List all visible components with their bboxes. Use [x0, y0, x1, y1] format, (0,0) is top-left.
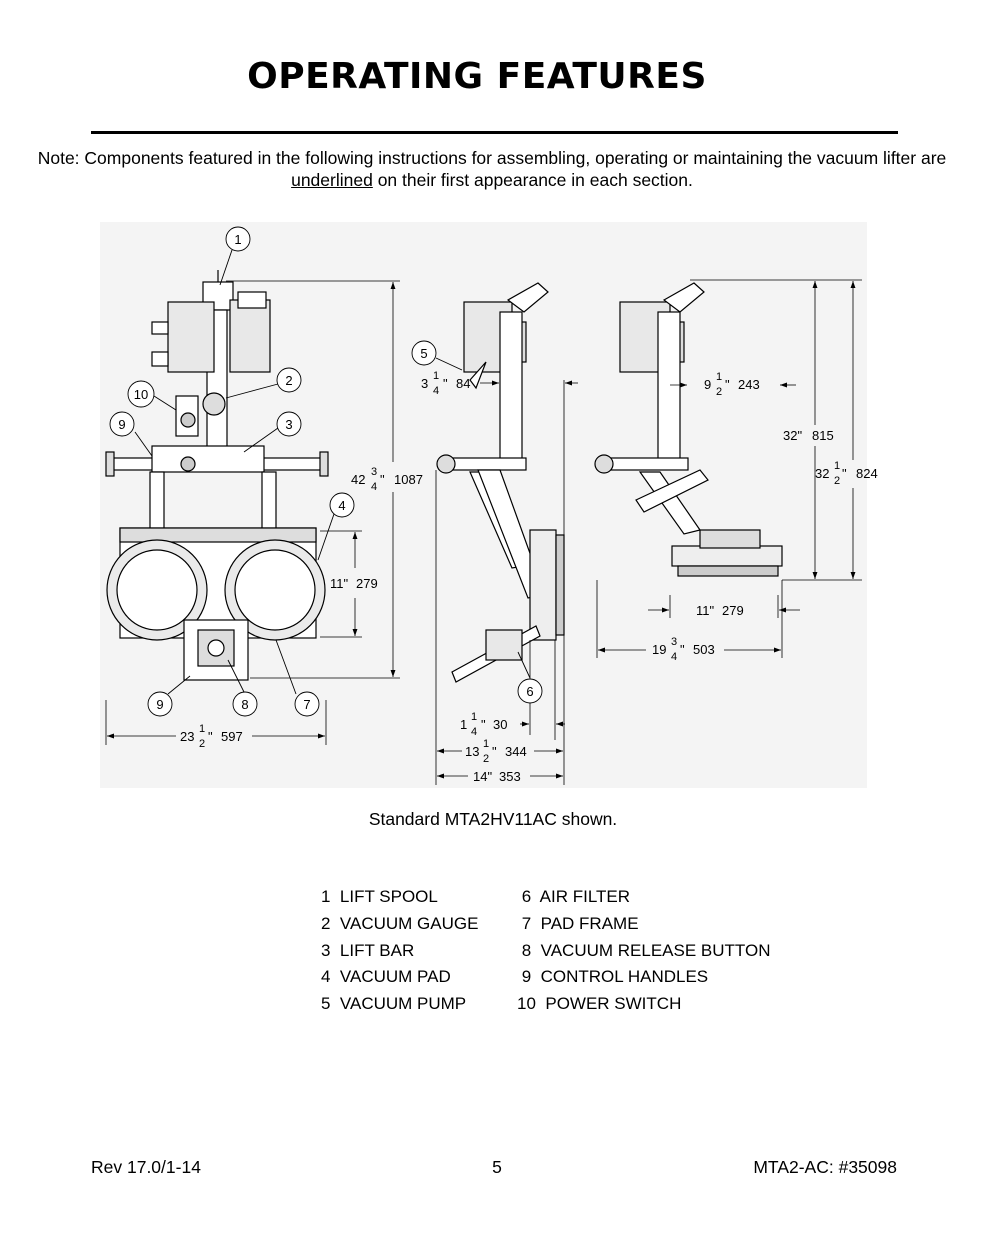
- dim-19-num: 3: [671, 636, 677, 648]
- dim-42-whole: 42: [351, 472, 365, 487]
- side-view: [436, 282, 565, 683]
- dim-42-den: 4: [371, 481, 377, 493]
- dim-32-mm: 815: [812, 428, 834, 443]
- note-text-before: Note: Components featured in the followi…: [37, 148, 947, 168]
- dim-1-mm: 30: [493, 717, 507, 732]
- dim-19-den: 4: [671, 651, 677, 663]
- footer-page-number: 5: [492, 1157, 502, 1177]
- dim-11-side-mm: 279: [722, 603, 744, 618]
- svg-text:": ": [725, 377, 730, 392]
- dim-42-mm: 1087: [394, 472, 423, 487]
- dim-13-mm: 344: [505, 744, 527, 759]
- footer-model: MTA2-AC: #35098: [753, 1157, 897, 1177]
- svg-text:": ": [380, 472, 385, 487]
- legend-item: 3 LIFT BAR: [321, 940, 415, 960]
- callout-10: 10: [134, 387, 148, 402]
- callout-circles: [109, 226, 543, 717]
- dim-19-whole: 19: [652, 642, 666, 657]
- legend-item: 10 POWER SWITCH: [517, 994, 682, 1014]
- dim-9-whole: 9: [704, 377, 711, 392]
- svg-text:": ": [208, 729, 213, 744]
- dim-3-num: 1: [433, 370, 439, 382]
- footer-revision: Rev 17.0/1-14: [91, 1157, 201, 1177]
- dim-14-mm: 353: [499, 769, 521, 784]
- legend-item: 7 PAD FRAME: [517, 913, 639, 933]
- dim-3-whole: 3: [421, 376, 428, 391]
- legend-item: 1 LIFT SPOOL: [321, 887, 438, 906]
- dim-9-num: 1: [716, 371, 722, 383]
- dim-19-mm: 503: [693, 642, 715, 657]
- legend-column-2: 6 AIR FILTER 7 PAD FRAME 8 VACUUM RELEAS…: [517, 884, 770, 1018]
- svg-text:": ": [492, 744, 497, 759]
- dim-1-den: 4: [471, 726, 477, 738]
- svg-text:": ": [842, 466, 847, 481]
- dim-32h-whole: 32: [815, 466, 829, 481]
- dim-32h-mm: 824: [856, 466, 878, 481]
- legend-item: 2 VACUUM GAUGE: [321, 913, 479, 933]
- svg-text:": ": [481, 717, 486, 732]
- dim-23-num: 1: [199, 723, 205, 735]
- lifter-technical-drawing: 1 2 10 9 3 4 5 9 8 7 6 42 3 4 " 1087 11"…: [100, 222, 878, 788]
- dim-23-den: 2: [199, 738, 205, 750]
- svg-text:": ": [443, 376, 448, 391]
- svg-text:": ": [680, 642, 685, 657]
- note-text-after: on their first appearance in each sectio…: [372, 170, 693, 190]
- side-view-lowered: [594, 282, 783, 577]
- note-underlined-word: underlined: [291, 170, 373, 190]
- dim-23-mm: 597: [221, 729, 243, 744]
- callout-3: 3: [285, 417, 292, 432]
- dim-9-mm: 243: [738, 377, 760, 392]
- dim-13-whole: 13: [465, 744, 479, 759]
- callout-7: 7: [303, 697, 310, 712]
- callout-4: 4: [338, 498, 345, 513]
- note-paragraph: Note: Components featured in the followi…: [0, 147, 984, 191]
- dim-13-num: 1: [483, 738, 489, 750]
- dim-42-num: 3: [371, 466, 377, 478]
- legend-item: 4 VACUUM PAD: [321, 967, 451, 987]
- dim-13-den: 2: [483, 753, 489, 765]
- legend-item: 9 CONTROL HANDLES: [517, 967, 709, 987]
- callout-5: 5: [420, 346, 427, 361]
- legend-column-1: 1 LIFT SPOOL 2 VACUUM GAUGE 3 LIFT BAR 4…: [321, 884, 478, 1018]
- dim-9-den: 2: [716, 386, 722, 398]
- legend-item: 5 VACUUM PUMP: [321, 994, 467, 1014]
- callout-9-bottom: 9: [156, 697, 163, 712]
- dim-23-whole: 23: [180, 729, 194, 744]
- dim-11-front-mm: 279: [356, 576, 378, 591]
- front-view: [105, 270, 329, 681]
- figure-caption: Standard MTA2HV11AC shown.: [368, 809, 618, 829]
- dim-32h-num: 1: [834, 460, 840, 472]
- dim-3-den: 4: [433, 385, 439, 397]
- dim-3-mm: 84: [456, 376, 470, 391]
- callout-8: 8: [241, 697, 248, 712]
- callout-1: 1: [234, 232, 241, 247]
- dim-32: 32": [783, 428, 802, 443]
- dim-1-num: 1: [471, 711, 477, 723]
- dim-1-whole: 1: [460, 717, 467, 732]
- dim-11-front: 11": [330, 576, 348, 591]
- dim-11-side: 11": [696, 603, 714, 618]
- callout-6: 6: [526, 684, 533, 699]
- title-rule: [91, 131, 898, 134]
- callout-9-top: 9: [118, 417, 125, 432]
- dim-32h-den: 2: [834, 475, 840, 487]
- legend-item: 6 AIR FILTER: [517, 887, 631, 906]
- dim-14: 14": [473, 769, 492, 784]
- page-title: OPERATING FEATURES: [247, 56, 707, 97]
- legend-item: 8 VACUUM RELEASE BUTTON: [517, 940, 771, 960]
- callout-2: 2: [285, 373, 292, 388]
